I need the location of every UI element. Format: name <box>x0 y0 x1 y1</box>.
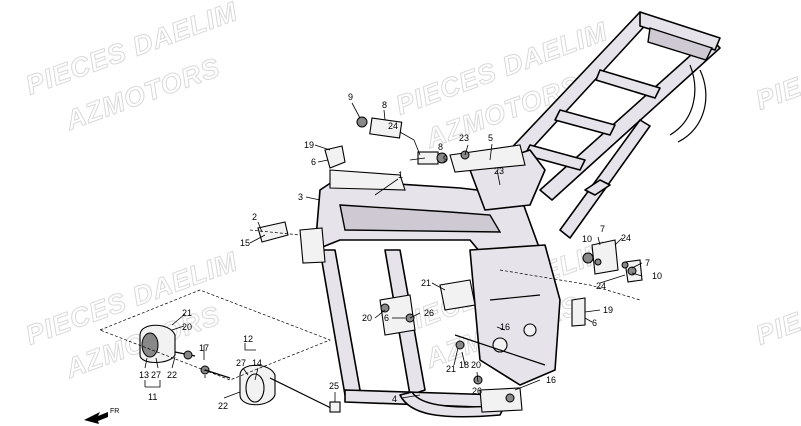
label-13: 13 <box>139 370 149 380</box>
label-15: 15 <box>240 238 250 248</box>
label-27: 27 <box>151 370 161 380</box>
watermark-line1: PIECES DAELIM <box>752 11 801 115</box>
label-20c: 20 <box>182 322 192 332</box>
label-20b: 20 <box>471 360 481 370</box>
label-14: 14 <box>252 358 262 368</box>
label-8b: 8 <box>438 142 443 152</box>
label-5: 5 <box>488 133 493 143</box>
label-21c: 21 <box>182 308 192 318</box>
label-9b: 9 <box>443 154 448 164</box>
label-17: 17 <box>199 343 209 353</box>
label-1: 1 <box>398 170 403 180</box>
detached-parts <box>139 116 643 413</box>
label-16b: 16 <box>546 375 556 385</box>
label-12: 12 <box>243 334 253 344</box>
label-6c: 6 <box>384 313 389 323</box>
label-16: 16 <box>500 322 510 332</box>
label-10: 10 <box>582 234 592 244</box>
label-19b: 19 <box>603 305 613 315</box>
label-8: 8 <box>382 100 387 110</box>
label-21b: 21 <box>446 364 456 374</box>
leader-lines <box>144 102 643 402</box>
arrow-icon <box>84 412 108 424</box>
label-23: 23 <box>459 133 469 143</box>
main-frame <box>299 11 721 418</box>
label-24c: 24 <box>596 281 606 291</box>
label-10b: 10 <box>652 271 662 281</box>
label-23b: 23 <box>494 166 504 176</box>
label-26: 26 <box>424 308 434 318</box>
direction-label: FR <box>110 408 119 415</box>
label-7: 7 <box>600 224 605 234</box>
label-21: 21 <box>421 278 431 288</box>
label-11: 11 <box>148 392 157 402</box>
label-7b: 7 <box>645 258 650 268</box>
reference-outline <box>99 229 641 381</box>
label-4: 4 <box>392 394 397 404</box>
label-27b: 27 <box>236 358 246 368</box>
label-6b: 6 <box>592 318 597 328</box>
label-25: 25 <box>329 381 339 391</box>
label-24b: 24 <box>621 233 631 243</box>
label-2: 2 <box>252 212 257 222</box>
label-22b: 22 <box>218 401 228 411</box>
label-20: 20 <box>362 313 372 323</box>
front-direction-indicator: FR <box>84 408 119 424</box>
label-19: 19 <box>304 140 314 150</box>
label-6: 6 <box>311 157 316 167</box>
label-26b: 26 <box>472 386 482 396</box>
watermark-line1: PIECES DAELIM <box>752 246 801 350</box>
label-18: 18 <box>459 360 469 370</box>
label-3: 3 <box>298 192 303 202</box>
part-labels: 9 8 24 19 6 8 9 1 3 2 15 23 5 23 7 10 24… <box>139 92 662 411</box>
label-22: 22 <box>167 370 177 380</box>
label-9: 9 <box>348 92 353 102</box>
mount-plate-15 <box>257 221 289 243</box>
label-24: 24 <box>388 121 398 131</box>
